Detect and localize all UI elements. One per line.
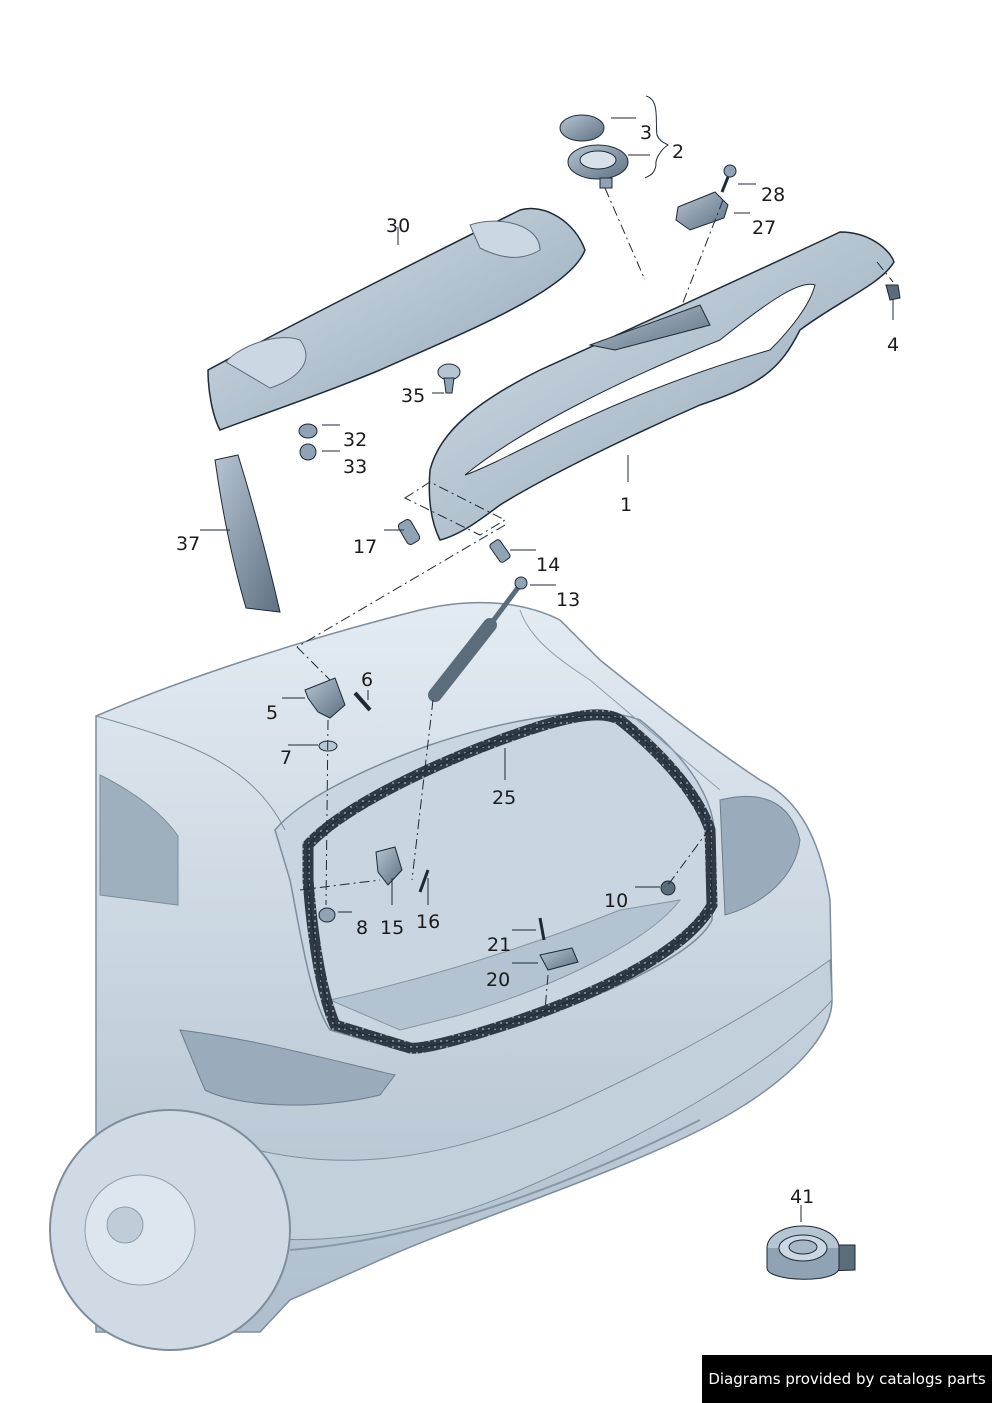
callout-4: 4: [887, 334, 900, 356]
ball-stud-14: [489, 539, 511, 563]
callout-41: 41: [790, 1186, 815, 1208]
leader-lines: [200, 95, 894, 1222]
callout-25: 25: [492, 787, 517, 809]
nut-8: [318, 907, 336, 923]
cap-10: [660, 880, 676, 896]
dash-lines: [296, 187, 894, 1011]
callout-8: 8: [356, 917, 369, 939]
callout-6: 6: [361, 669, 374, 691]
striker-20: [539, 947, 579, 971]
callout-16: 16: [416, 911, 441, 933]
callout-21: 21: [487, 934, 512, 956]
callout-7: 7: [280, 747, 293, 769]
callout-15: 15: [380, 917, 405, 939]
callout-2: 2: [672, 141, 685, 163]
clip-4: [885, 284, 901, 301]
gas-strut-13: [428, 576, 528, 702]
lock-15: [375, 846, 403, 886]
callout-3: 3: [640, 122, 653, 144]
grommets-32-33: [298, 423, 318, 461]
callout-28: 28: [761, 184, 786, 206]
callout-32: 32: [343, 429, 368, 451]
tape-roll: [766, 1225, 856, 1280]
bolt-21: [538, 917, 546, 941]
callout-13: 13: [556, 589, 581, 611]
callout-33: 33: [343, 456, 368, 478]
callout-10: 10: [604, 890, 629, 912]
callout-37: 37: [176, 533, 201, 555]
tailgate: [428, 231, 895, 541]
trim-strip: [214, 454, 281, 613]
callout-27: 27: [752, 217, 777, 239]
hinge-5: [304, 677, 346, 719]
callout-1: 1: [620, 494, 633, 516]
callout-35: 35: [401, 385, 426, 407]
clip-35: [437, 363, 461, 394]
car-body: [49, 601, 833, 1351]
spoiler: [207, 207, 586, 431]
callout-5: 5: [266, 702, 279, 724]
callout-30: 30: [386, 215, 411, 237]
callout-17: 17: [353, 536, 378, 558]
bolt-28: [720, 164, 737, 193]
footer-credit: Diagrams provided by catalogs parts: [702, 1355, 992, 1403]
bolt-6: [353, 691, 372, 712]
bolt-16: [418, 869, 430, 893]
control-unit: [675, 191, 729, 231]
ball-stud-17: [397, 519, 421, 545]
emblem: [559, 114, 605, 142]
callout-14: 14: [536, 554, 561, 576]
callout-20: 20: [486, 969, 511, 991]
